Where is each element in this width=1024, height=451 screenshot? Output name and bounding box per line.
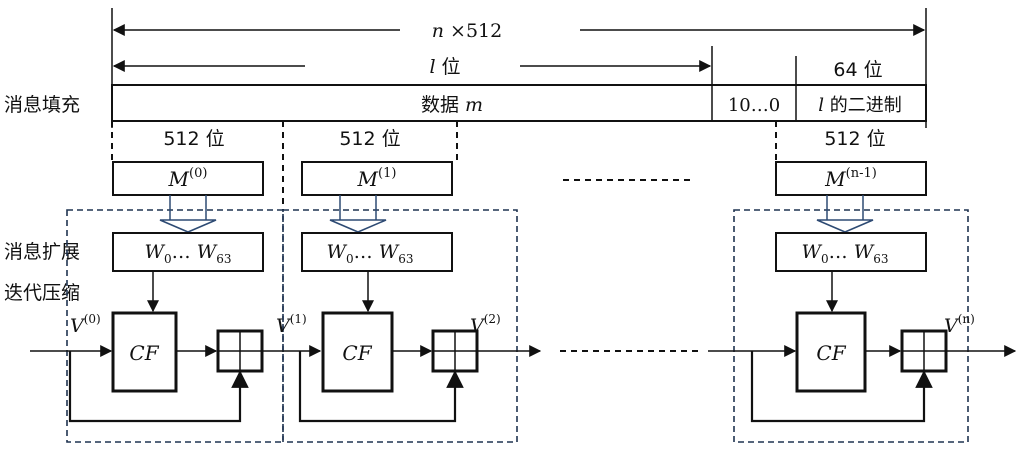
iv-label-2: V(2) (470, 312, 501, 337)
block-size-label-0: 512 位 (163, 128, 224, 150)
cf-label-0: CF (129, 341, 159, 365)
block-0: M(0) W0… W63 CF V(0) V(1) (30, 161, 322, 423)
data-field-label: 数据 m (421, 94, 483, 116)
cf-box-2 (795, 311, 867, 393)
length-field-label: l 的二进制 (818, 95, 902, 116)
compression-label: 迭代压缩 (4, 282, 80, 304)
block-size-label-2: 512 位 (824, 128, 885, 150)
block-n-1: M(n-1) W0… W63 CF V(n) (708, 161, 1017, 423)
cf-box-0 (111, 311, 178, 393)
padding-row-label: 消息填充 (4, 94, 80, 116)
iv-label-1: V(1) (276, 312, 307, 337)
iv-label-n: V(n) (944, 312, 975, 337)
message-block-box-2 (775, 161, 927, 196)
cf-box-1 (321, 311, 394, 393)
total-length-dimension: n ×512 (111, 8, 927, 128)
padding-bits-label: 10…0 (728, 95, 780, 116)
block-size-label-1: 512 位 (339, 128, 400, 150)
expansion-label: 消息扩展 (4, 241, 80, 263)
block-1: M(1) W0… W63 CF V(2) (298, 161, 542, 423)
word-expansion-box-1 (301, 232, 453, 272)
length-field-size-label: 64 位 (833, 59, 882, 81)
padding-row-box (111, 84, 927, 122)
message-block-box-0 (112, 161, 264, 196)
word-expansion-box-2 (775, 232, 927, 272)
data-length-label: l 位 (429, 56, 460, 78)
block-container-1 (282, 209, 518, 443)
cf-label-1: CF (342, 341, 372, 365)
iv-label-0: V(0) (70, 312, 101, 337)
message-padding-row: 消息填充 数据 m 10…0 l 的二进制 (4, 84, 927, 122)
word-expansion-box-0 (112, 232, 264, 272)
total-length-label: n ×512 (432, 20, 502, 42)
cf-label-2: CF (816, 341, 846, 365)
message-block-box-1 (301, 161, 453, 196)
data-length-dimension: l 位 64 位 (112, 46, 883, 84)
block-container-2 (733, 209, 969, 443)
